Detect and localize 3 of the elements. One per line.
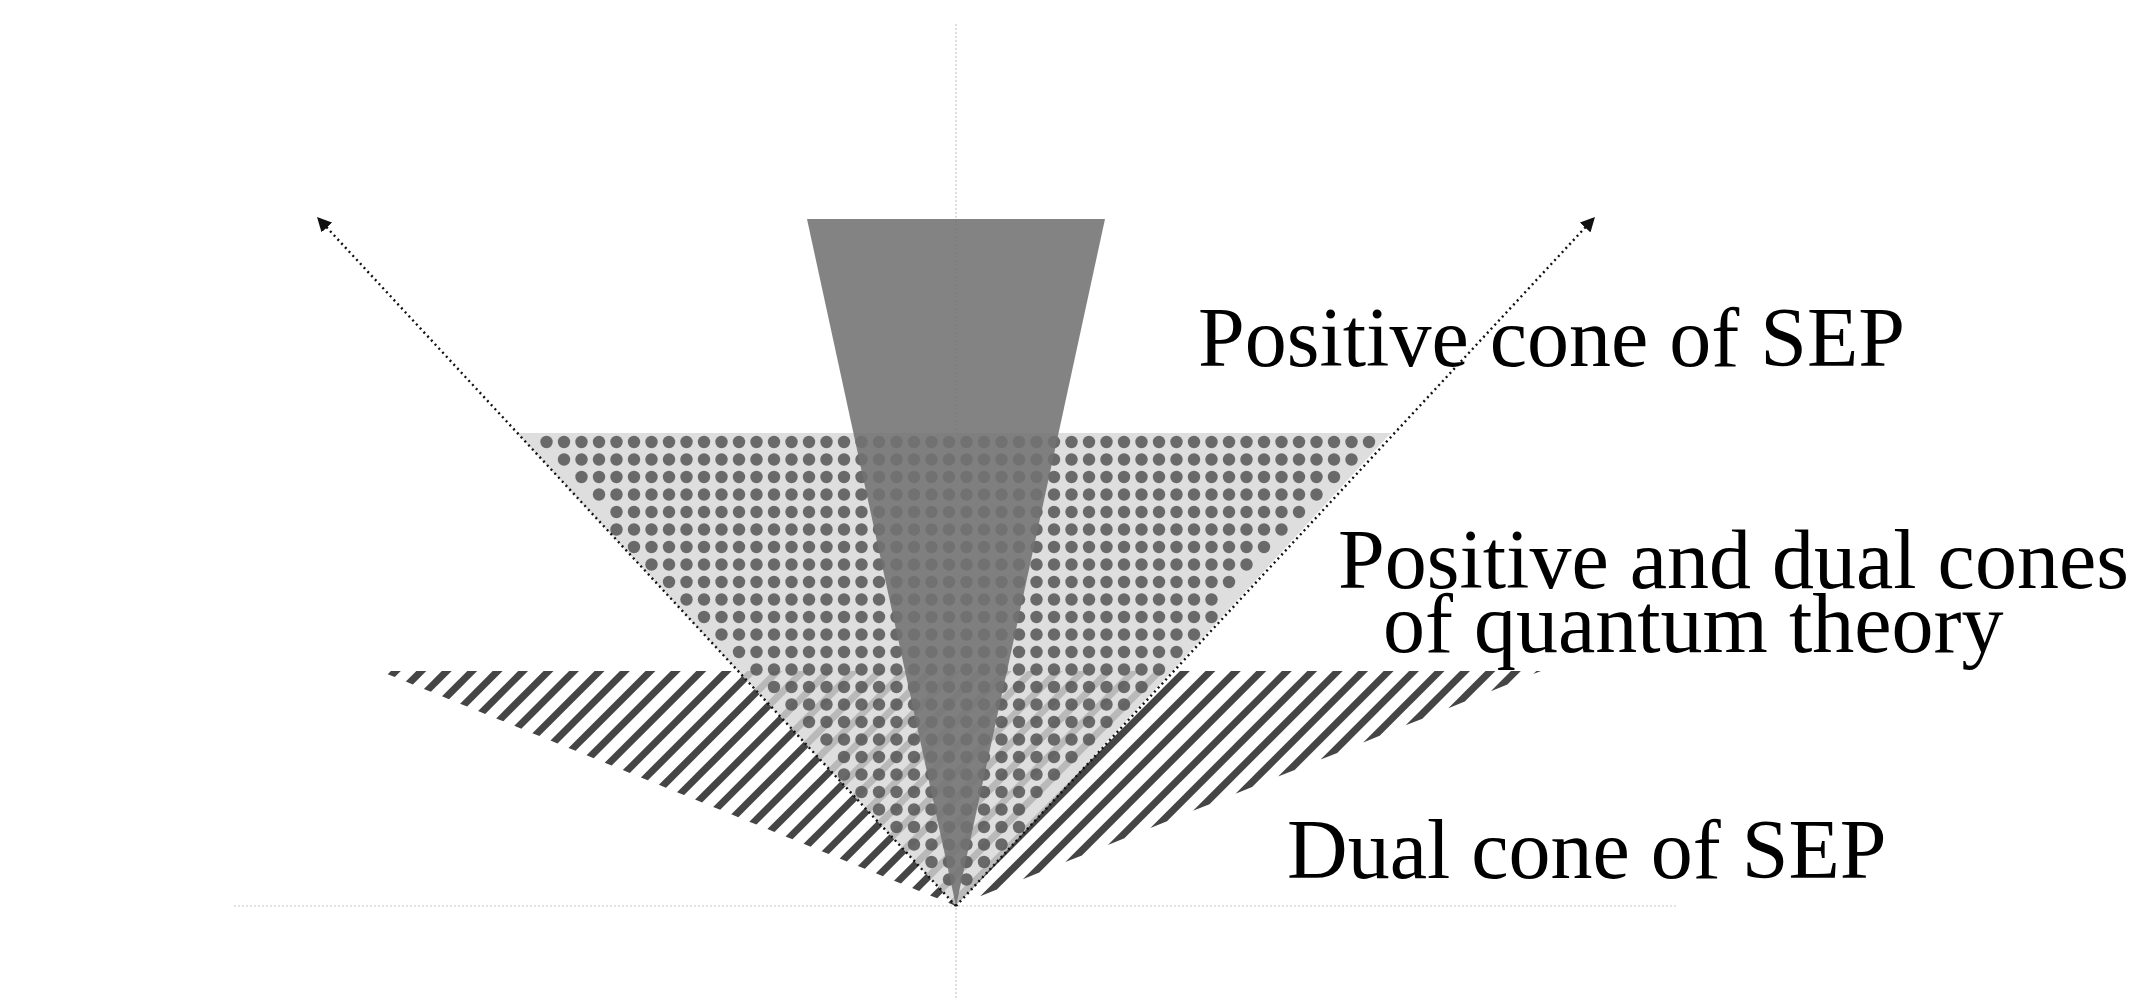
cone-label: Dual cone of SEP: [1287, 808, 1887, 892]
cone-label: Positive cone of SEP: [1198, 296, 1905, 380]
cone-label: Positive and dual cones of quantum theory: [1338, 512, 2130, 672]
